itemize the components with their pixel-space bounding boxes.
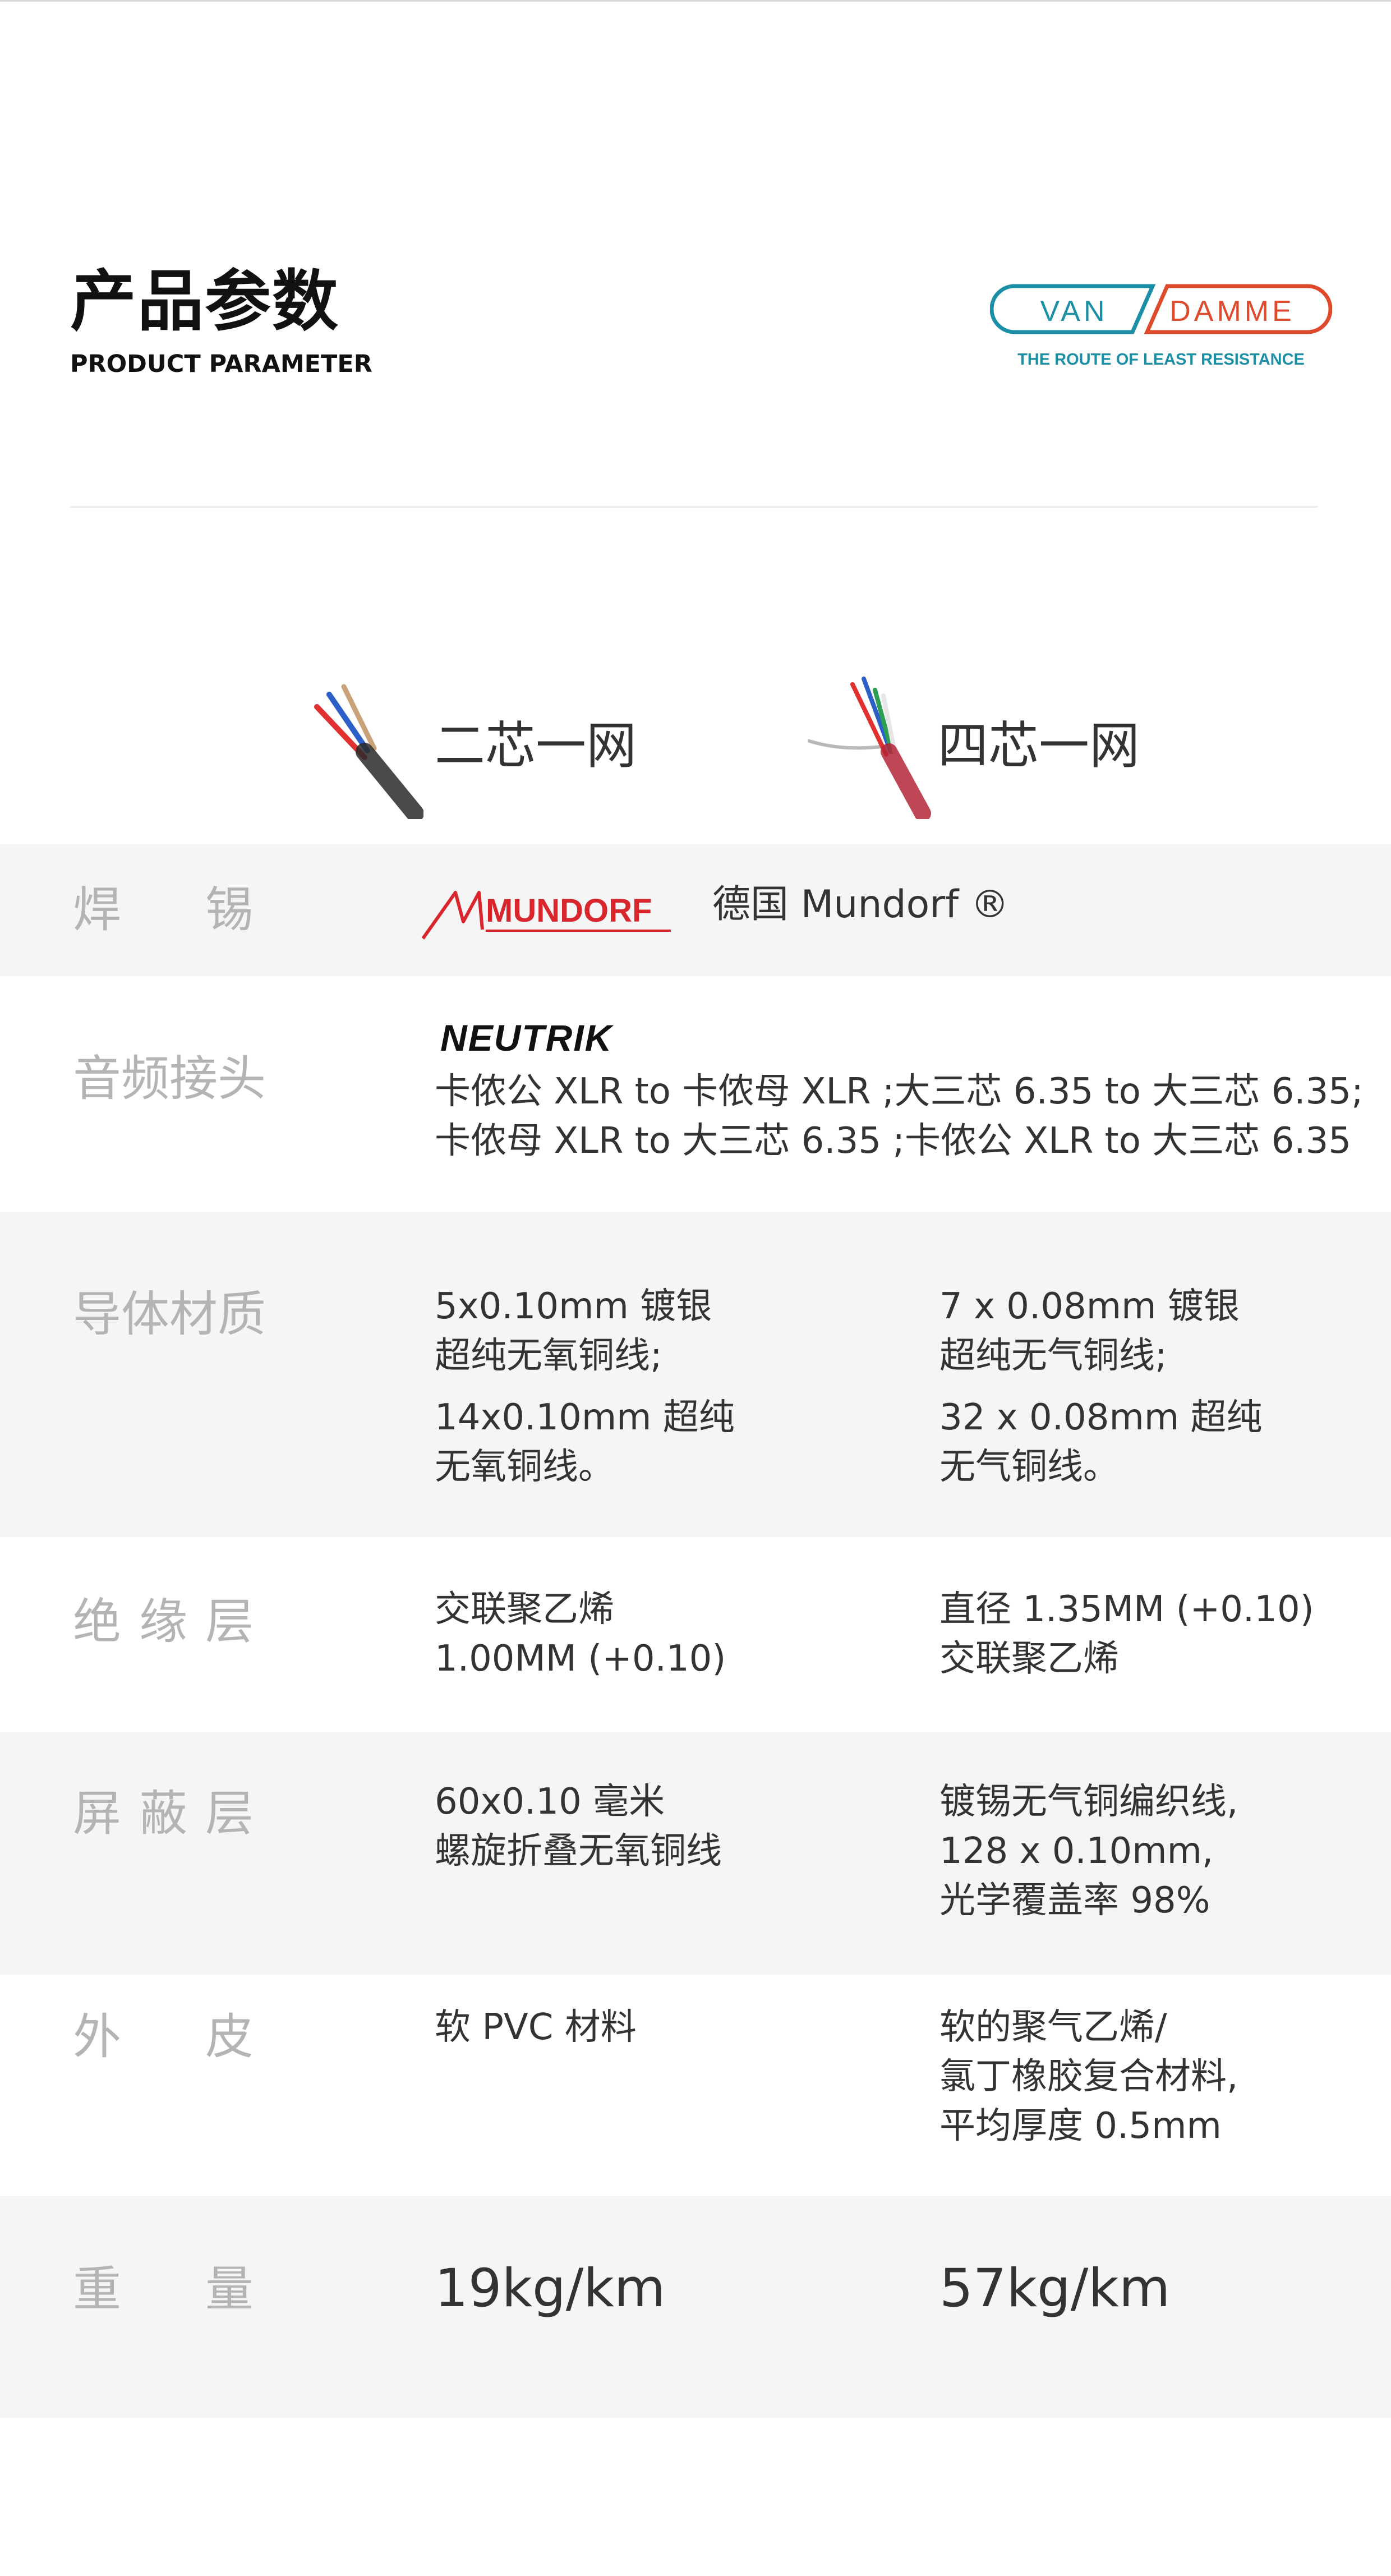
- row-label-weight: 重量: [73, 2261, 254, 2317]
- jacket-two-core-value: 软 PVC 材料: [435, 2007, 637, 2048]
- conductor-two-core-value: 5x0.10mm 镀银 超纯无氧铜线; 14x0.10mm 超纯 无氧铜线。: [435, 1286, 735, 1488]
- row-jacket: 外皮 软 PVC 材料 软的聚气乙烯/ 氯丁橡胶复合材料, 平均厚度 0.5mm: [0, 1975, 1391, 2196]
- row-solder: 焊锡 MUNDORF 德国 Mundorf ®: [0, 844, 1391, 976]
- row-label-solder: 焊锡: [73, 882, 254, 938]
- weight-two-core-value: 19kg/km: [435, 2258, 666, 2319]
- page-title: 产品参数: [70, 263, 340, 340]
- row-shield: 屏蔽层 60x0.10 毫米 螺旋折叠无氧铜线 镀锡无气铜编织线, 128 x …: [0, 1732, 1391, 1975]
- row-label-shield: 屏蔽层: [73, 1786, 254, 1842]
- two-core-cable-icon: [311, 679, 424, 822]
- row-conductor: 导体材质 5x0.10mm 镀银 超纯无氧铜线; 14x0.10mm 超纯 无氧…: [0, 1212, 1391, 1537]
- row-weight: 重量 19kg/km 57kg/km: [0, 2196, 1391, 2418]
- row-label-jacket: 外皮: [73, 2009, 254, 2065]
- cable-type-four-core: 四芯一网: [938, 716, 1140, 775]
- insulation-four-core-value: 直径 1.35MM (+0.10) 交联聚乙烯: [939, 1589, 1314, 1680]
- shield-four-core-value: 镀锡无气铜编织线, 128 x 0.10mm, 光学覆盖率 98%: [939, 1781, 1238, 1921]
- page-subtitle: PRODUCT PARAMETER: [70, 350, 372, 378]
- row-label-insulation: 绝缘层: [73, 1594, 254, 1650]
- jacket-four-core-value: 软的聚气乙烯/ 氯丁橡胶复合材料, 平均厚度 0.5mm: [939, 2007, 1238, 2147]
- vandamme-logo-right: DAMME: [1169, 295, 1295, 328]
- top-border: [0, 0, 1391, 2]
- row-label-connector: 音频接头: [73, 1051, 266, 1107]
- shield-two-core-value: 60x0.10 毫米 螺旋折叠无氧铜线: [435, 1781, 722, 1872]
- connector-value: 卡侬公 XLR to 卡侬母 XLR ;大三芯 6.35 to 大三芯 6.35…: [435, 1071, 1364, 1162]
- vandamme-tagline: THE ROUTE OF LEAST RESISTANCE: [1017, 351, 1305, 369]
- cable-type-two-core: 二芯一网: [435, 716, 637, 775]
- insulation-two-core-value: 交联聚乙烯 1.00MM (+0.10): [435, 1589, 726, 1680]
- row-label-conductor: 导体材质: [73, 1286, 266, 1342]
- header-divider: [70, 506, 1318, 508]
- svg-text:NEUTRIK: NEUTRIK: [440, 1018, 614, 1057]
- conductor-four-core-value: 7 x 0.08mm 镀银 超纯无气铜线; 32 x 0.08mm 超纯 无气铜…: [939, 1286, 1263, 1488]
- solder-value: 德国 Mundorf ®: [712, 882, 1009, 927]
- row-connector: 音频接头 NEUTRIK 卡侬公 XLR to 卡侬母 XLR ;大三芯 6.3…: [0, 976, 1391, 1212]
- vandamme-logo: VAN DAMME THE ROUTE OF LEAST RESISTANCE: [990, 280, 1332, 376]
- four-core-cable-icon: [807, 673, 942, 822]
- neutrik-logo: NEUTRIK: [440, 1017, 732, 1060]
- vandamme-logo-left: VAN: [1040, 295, 1108, 328]
- row-insulation: 绝缘层 交联聚乙烯 1.00MM (+0.10) 直径 1.35MM (+0.1…: [0, 1537, 1391, 1732]
- weight-four-core-value: 57kg/km: [939, 2258, 1171, 2319]
- svg-text:MUNDORF: MUNDORF: [486, 893, 652, 929]
- mundorf-logo: MUNDORF: [421, 885, 673, 943]
